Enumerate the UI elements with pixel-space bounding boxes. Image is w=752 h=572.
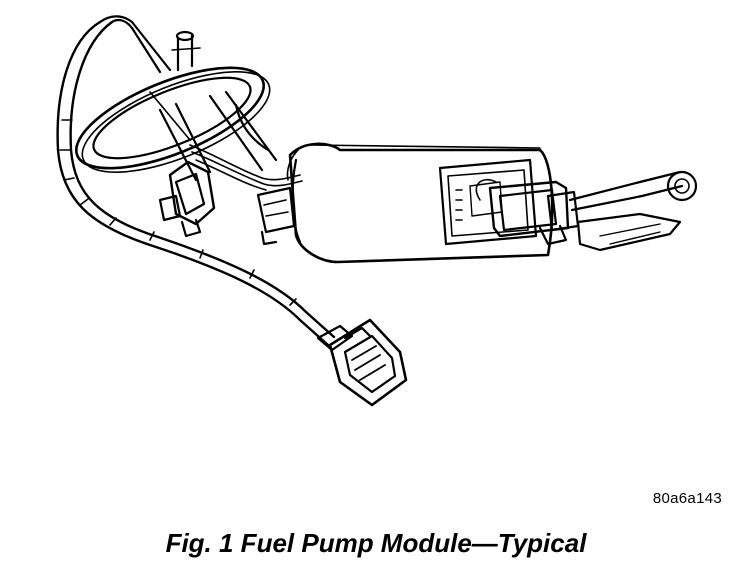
pressure-regulator: [158, 160, 216, 238]
fuel-pump-module-illustration: [56, 15, 698, 407]
wiring-harness: [56, 15, 336, 347]
mounting-flange: [75, 66, 271, 173]
internal-wiring: [189, 144, 303, 191]
support-rods: [149, 90, 278, 182]
level-sensor-panel: [438, 158, 538, 246]
harness-connector: [316, 318, 408, 407]
fuel-float-arm: [568, 170, 698, 252]
figure-reference-code: 80a6a143: [652, 490, 722, 507]
fuel-outlet-tube: [171, 30, 201, 72]
figure-caption: Fig. 1 Fuel Pump Module—Typical: [165, 528, 587, 558]
